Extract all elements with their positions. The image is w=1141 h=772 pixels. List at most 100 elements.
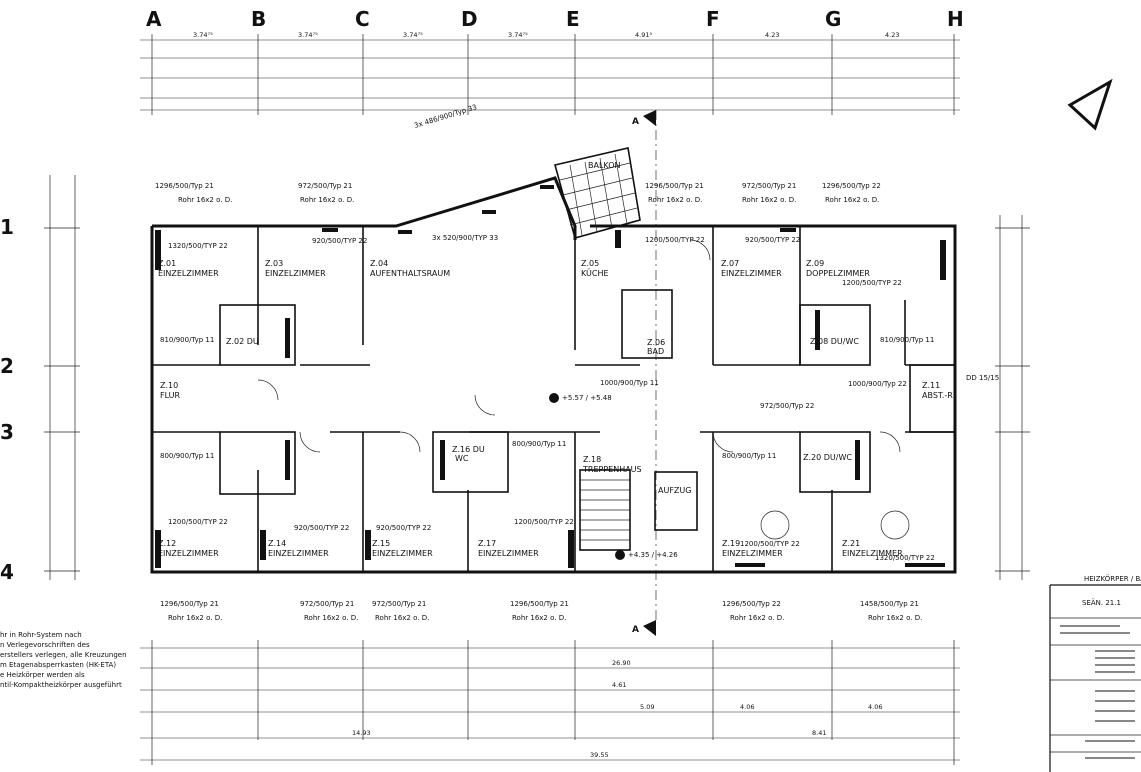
bottom-dim-1: 26.90 bbox=[612, 659, 631, 667]
room-name-z01: EINZELZIMMER bbox=[158, 269, 219, 278]
level-corridor: +5.57 / +5.48 bbox=[562, 394, 612, 402]
radiator-z14: 920/500/TYP 22 bbox=[294, 524, 349, 532]
room-name-z15: EINZELZIMMER bbox=[372, 549, 433, 558]
radiator-mark bbox=[482, 210, 496, 214]
radiator-mark bbox=[780, 228, 796, 232]
radiator-mark bbox=[735, 563, 765, 567]
radiator-z07: 920/500/TYP 22 bbox=[745, 236, 800, 244]
top-dim-de: 3.74⁷⁵ bbox=[508, 31, 528, 39]
corridor-radiator-4: 972/500/Typ 22 bbox=[760, 402, 814, 410]
outside-radiator-labels-bottom: 1296/500/Typ 21 Rohr 16x2 o. D. 972/500/… bbox=[160, 600, 922, 622]
outer-walls bbox=[150, 147, 957, 574]
room-name-z04: AUFENTHALTSRAUM bbox=[370, 269, 450, 278]
bottom-dim-3: 5.09 bbox=[640, 703, 654, 711]
grid-number-4: 4 bbox=[0, 560, 14, 584]
grid-letter-e: E bbox=[566, 7, 580, 31]
bottom-dim-4: 4.06 bbox=[740, 703, 754, 711]
top-dimension-lines: 3.74⁷⁵ 3.74⁷⁵ 3.74⁷⁵ 3.74⁷⁵ 4.91⁵ 4.23 4… bbox=[140, 31, 960, 115]
radiator-z15: 920/500/TYP 22 bbox=[376, 524, 431, 532]
room-name-z18: TREPPENHAUS bbox=[582, 465, 642, 474]
room-number-z09: Z.09 bbox=[806, 259, 824, 268]
grid-letter-h: H bbox=[947, 7, 964, 31]
room-name-z10: FLUR bbox=[160, 391, 181, 400]
room-number-z21: Z.21 bbox=[842, 539, 860, 548]
radiator-mark bbox=[155, 530, 161, 568]
pipe-label: Rohr 16x2 o. D. bbox=[825, 196, 879, 204]
pipe-label: Rohr 16x2 o. D. bbox=[512, 614, 566, 622]
room-number-z16: Z.16 DU bbox=[452, 445, 485, 454]
room-name-z07: EINZELZIMMER bbox=[721, 269, 782, 278]
room-name-z21: EINZELZIMMER bbox=[842, 549, 903, 558]
pipe-label: Rohr 16x2 o. D. bbox=[168, 614, 222, 622]
radiator-z04: 3x 520/900/TYP 33 bbox=[432, 234, 498, 242]
level-markers: +5.57 / +5.48 +4.35 / +4.26 bbox=[549, 393, 678, 560]
radiator-marks bbox=[155, 185, 946, 568]
room-number-z03: Z.03 bbox=[265, 259, 283, 268]
ext-radiator-top-2: 972/500/Typ 21 bbox=[298, 182, 352, 190]
grid-letter-d: D bbox=[461, 7, 478, 31]
top-dim-ef: 4.91⁵ bbox=[635, 31, 652, 39]
grid-letter-a: A bbox=[146, 7, 162, 31]
room-name-z17: EINZELZIMMER bbox=[478, 549, 539, 558]
top-dim-gh: 4.23 bbox=[885, 31, 899, 39]
grid-number-3: 3 bbox=[0, 420, 14, 444]
room-number-z07: Z.07 bbox=[721, 259, 739, 268]
radiator-mark bbox=[568, 530, 574, 568]
room-number-z08: Z.08 DU/WC bbox=[810, 337, 859, 346]
storage-z11 bbox=[909, 364, 956, 433]
room-name-z09: DOPPELZIMMER bbox=[806, 269, 870, 278]
section-marker-bottom: A bbox=[632, 625, 639, 635]
bath-z20 bbox=[799, 431, 871, 493]
balcony-outline bbox=[554, 147, 641, 239]
note-line-5: e Heizkörper werden als bbox=[0, 671, 85, 679]
grid-number-2: 2 bbox=[0, 354, 14, 378]
corridor-radiator-labels: 810/900/Typ 11 800/900/Typ 11 1000/900/T… bbox=[160, 336, 934, 460]
pipe-label: Rohr 16x2 o. D. bbox=[730, 614, 784, 622]
pipe-label: Rohr 16x2 o. D. bbox=[868, 614, 922, 622]
bath-z08 bbox=[799, 304, 871, 366]
grid-letter-f: F bbox=[706, 7, 720, 31]
corridor-radiator-8: 810/900/Typ 11 bbox=[880, 336, 934, 344]
room-number-z20: Z.20 DU/WC bbox=[803, 453, 852, 462]
radiator-mark bbox=[398, 230, 412, 234]
bottom-dim-8: 39.55 bbox=[590, 751, 609, 759]
title-block-heading: HEIZKÖRPER / BAD bbox=[1084, 574, 1141, 583]
radiator-mark bbox=[285, 440, 290, 480]
note-line-2: n Verlegevorschriften des bbox=[0, 641, 90, 649]
title-block-date: SEÄN. 21.1 bbox=[1082, 598, 1121, 607]
radiator-mark bbox=[540, 185, 554, 189]
bath-z13 bbox=[219, 431, 296, 495]
top-dim-fg: 4.23 bbox=[765, 31, 779, 39]
note-line-1: hr in Rohr-System nach bbox=[0, 631, 82, 639]
radiator-mark bbox=[322, 228, 338, 232]
bottom-dim-7: 8.41 bbox=[812, 729, 826, 737]
grid-numbers: 1 2 3 4 bbox=[0, 215, 14, 584]
room-number-z15: Z.15 bbox=[372, 539, 390, 548]
bath-z06 bbox=[621, 289, 673, 359]
right-dimension-lines bbox=[995, 215, 1030, 580]
radiator-mark bbox=[260, 530, 266, 560]
grid-letter-g: G bbox=[825, 7, 841, 31]
room-number-z05: Z.05 bbox=[581, 259, 599, 268]
corridor-radiator-3: 1000/900/Typ 11 bbox=[600, 379, 659, 387]
ext-radiator-top-5: 1296/500/Typ 22 bbox=[822, 182, 881, 190]
ext-radiator-bottom-6: 1458/500/Typ 21 bbox=[860, 600, 919, 608]
pipe-label: Rohr 16x2 o. D. bbox=[304, 614, 358, 622]
room-number-z12: Z.12 bbox=[158, 539, 176, 548]
corridor-radiator-5: 800/900/Typ 11 bbox=[512, 440, 566, 448]
room-name-z03: EINZELZIMMER bbox=[265, 269, 326, 278]
room-number-z02: Z.02 DU bbox=[226, 337, 259, 346]
door-swings bbox=[257, 239, 910, 540]
section-marker-top: A bbox=[632, 117, 639, 127]
grid-letter-c: C bbox=[355, 7, 370, 31]
corridor-radiator-2: 800/900/Typ 11 bbox=[160, 452, 214, 460]
bottom-dim-5: 4.06 bbox=[868, 703, 882, 711]
room-name-z05: KÜCHE bbox=[581, 268, 609, 278]
corridor-radiator-6: 1000/900/Typ 22 bbox=[848, 380, 907, 388]
bottom-dimension-lines: 26.90 4.61 5.09 4.06 4.06 14.93 8.41 39.… bbox=[140, 640, 960, 765]
radiator-z03: 920/500/TYP 22 bbox=[312, 237, 367, 245]
radiator-z09: 1200/500/TYP 22 bbox=[842, 279, 902, 287]
grid-letter-b: B bbox=[251, 7, 266, 31]
bottom-dim-2: 4.61 bbox=[612, 681, 626, 689]
balcony-radiator: 3x 486/900/Typ 33 bbox=[413, 103, 478, 130]
